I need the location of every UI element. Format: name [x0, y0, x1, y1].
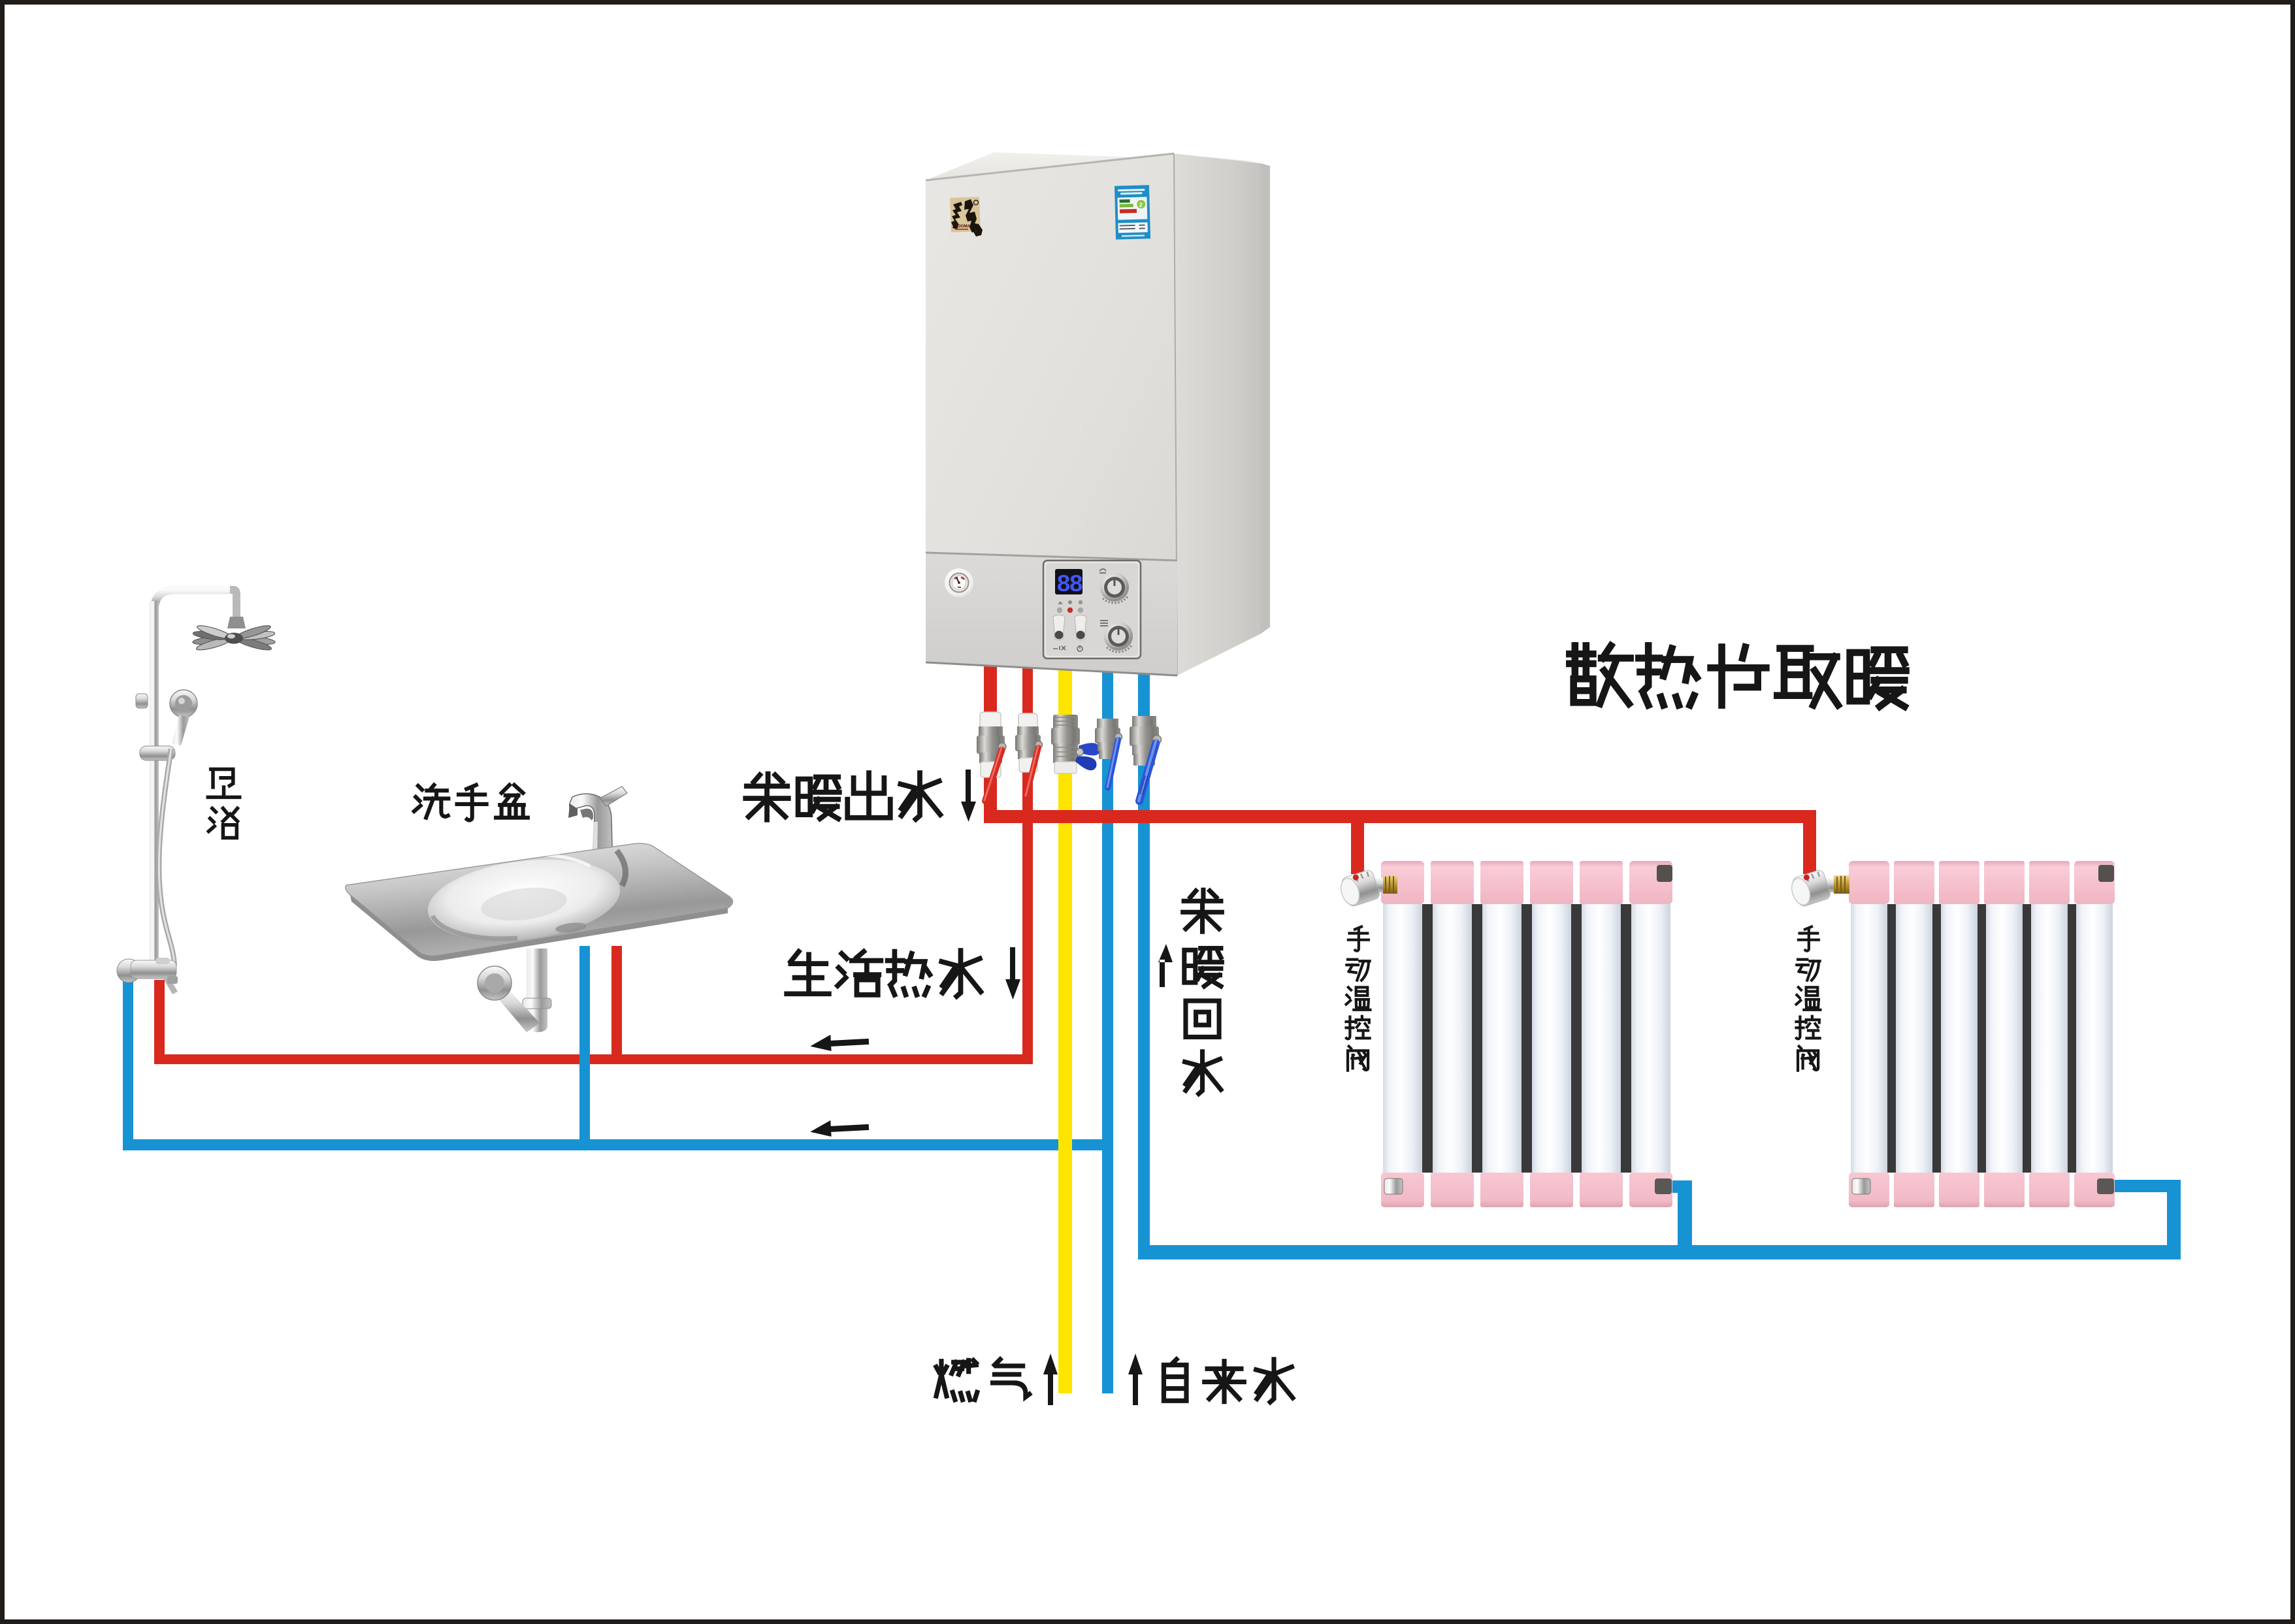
svg-text:88: 88	[1056, 572, 1082, 599]
svg-text:VOOMA: VOOMA	[954, 224, 971, 229]
svg-text:2: 2	[1139, 202, 1143, 208]
